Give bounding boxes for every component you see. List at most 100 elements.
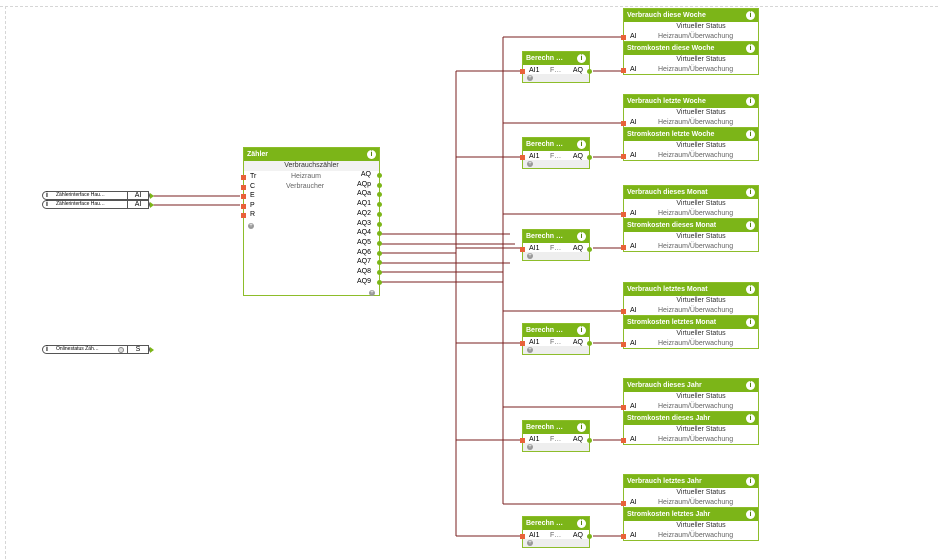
calc-footer: + (523, 74, 589, 82)
input-port[interactable] (241, 194, 246, 199)
status-title: Verbrauch dieses Monat (627, 189, 708, 196)
input-port[interactable] (520, 155, 525, 160)
input-port[interactable] (621, 212, 626, 217)
counter-block[interactable]: Zähler i Verbrauchszähler Heizraum Verbr… (241, 147, 382, 296)
output-port[interactable] (377, 211, 382, 217)
input-port[interactable] (621, 35, 626, 40)
input-port[interactable] (520, 438, 525, 443)
add-input-icon[interactable]: + (527, 253, 533, 259)
input-reference-label: Zählerinterface Hau… (56, 192, 105, 198)
input-reference-2[interactable]: i Zählerinterface Hau… AI (42, 200, 150, 209)
input-port[interactable] (520, 247, 525, 252)
output-port[interactable] (587, 534, 592, 539)
input-port[interactable] (621, 245, 626, 250)
output-port[interactable] (587, 247, 592, 252)
add-input-icon[interactable]: + (527, 347, 533, 353)
output-port[interactable] (377, 182, 382, 188)
info-icon[interactable]: i (746, 318, 755, 327)
input-port[interactable] (621, 342, 626, 347)
output-port[interactable] (377, 240, 382, 246)
info-icon[interactable]: i (367, 150, 376, 159)
output-port[interactable] (587, 155, 592, 160)
add-input-icon[interactable]: + (527, 161, 533, 167)
input-reference-1[interactable]: i Zählerinterface Hau… AI (42, 191, 150, 200)
info-icon[interactable]: i (746, 510, 755, 519)
input-port[interactable] (520, 534, 525, 539)
status-location: Heizraum/Überwachung (658, 243, 734, 250)
info-icon[interactable]: i (577, 140, 586, 149)
input-port[interactable] (621, 501, 626, 506)
info-icon[interactable]: i (746, 130, 755, 139)
info-icon[interactable]: i (746, 44, 755, 53)
info-icon[interactable]: i (577, 519, 586, 528)
info-icon[interactable]: i (746, 221, 755, 230)
info-icon[interactable]: i (746, 97, 755, 106)
output-port[interactable] (377, 192, 382, 198)
input-port[interactable] (241, 213, 246, 218)
info-icon[interactable]: i (577, 54, 586, 63)
input-port[interactable] (520, 341, 525, 346)
output-port[interactable] (587, 341, 592, 346)
add-output-icon[interactable]: + (369, 290, 375, 296)
input-port-label: C (250, 182, 256, 190)
info-icon[interactable]: i (746, 381, 755, 390)
input-port[interactable] (241, 175, 246, 180)
info-icon[interactable]: i (746, 477, 755, 486)
add-input-icon[interactable]: + (248, 223, 254, 229)
output-port[interactable] (377, 260, 382, 266)
input-port[interactable] (520, 69, 525, 74)
output-port[interactable] (377, 279, 382, 285)
online-status-reference[interactable]: i Onlinestatus Zäh… S (42, 345, 150, 354)
output-port[interactable] (587, 69, 592, 74)
input-port[interactable] (621, 309, 626, 314)
output-port[interactable] (377, 250, 382, 256)
info-icon[interactable]: i (746, 285, 755, 294)
status-title: Stromkosten dieses Jahr (627, 415, 711, 422)
add-input-icon[interactable]: + (527, 444, 533, 450)
input-port[interactable] (621, 154, 626, 159)
info-icon[interactable]: i (577, 423, 586, 432)
output-port[interactable] (377, 173, 382, 178)
input-port[interactable] (621, 121, 626, 126)
info-icon[interactable]: i (577, 326, 586, 335)
output-port[interactable] (377, 231, 382, 237)
info-icon: i (46, 192, 48, 199)
output-port[interactable] (587, 438, 592, 443)
info-icon[interactable]: i (746, 11, 755, 20)
output-port[interactable] (377, 270, 382, 275)
input-port[interactable] (621, 534, 626, 539)
output-port[interactable] (377, 221, 382, 227)
input-port[interactable] (241, 184, 246, 190)
input-port[interactable] (241, 203, 246, 209)
output-port[interactable] (377, 202, 382, 208)
input-port[interactable] (621, 438, 626, 443)
add-input-icon[interactable]: + (527, 75, 533, 81)
add-input-icon[interactable]: + (527, 540, 533, 546)
info-icon[interactable]: i (746, 188, 755, 197)
info-icon[interactable]: i (746, 414, 755, 423)
input-port[interactable] (621, 405, 626, 410)
info-icon[interactable]: i (577, 232, 586, 241)
input-port[interactable] (621, 68, 626, 73)
